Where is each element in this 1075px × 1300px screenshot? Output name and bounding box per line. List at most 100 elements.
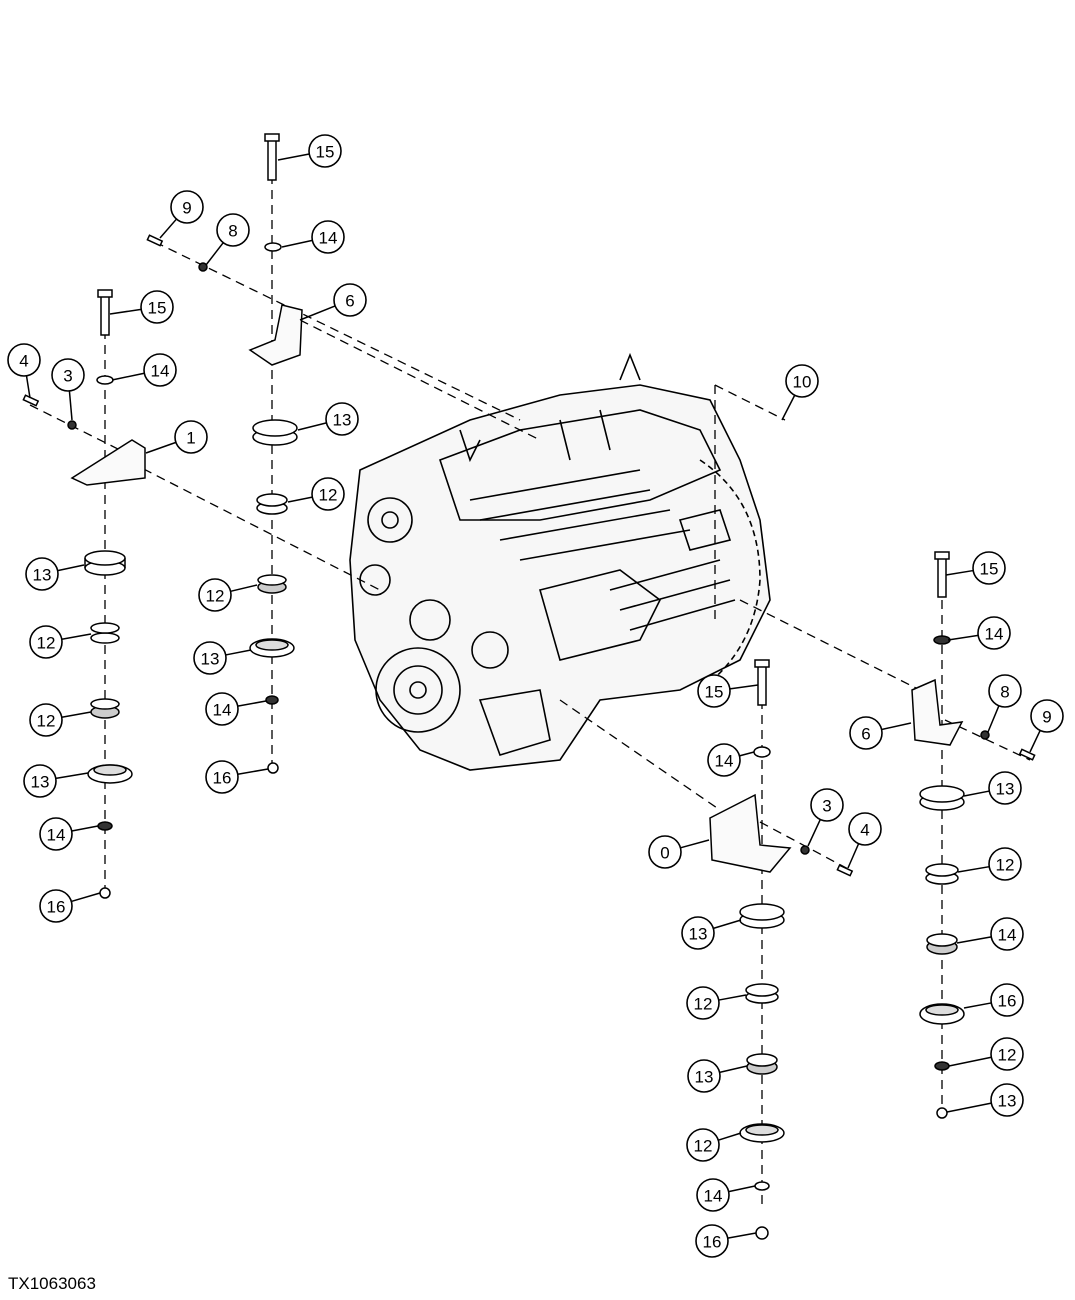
callout-label: 15 [980, 560, 999, 579]
isolator-13-d [249, 638, 295, 658]
callout-14: 14 [707, 743, 755, 777]
callout-label: 12 [37, 634, 56, 653]
callout-leader [71, 825, 99, 832]
cap-screw-15-d [934, 551, 950, 598]
callout-circle [1030, 699, 1064, 733]
callout-label: 13 [996, 780, 1015, 799]
mount-hardware [22, 133, 1036, 1240]
isolator-13-f [739, 1123, 785, 1143]
callout-circle [990, 917, 1024, 951]
callout-circle [990, 1037, 1024, 1071]
callout-label: 15 [148, 299, 167, 318]
callout-circle [697, 674, 731, 708]
callout-13: 13 [193, 641, 252, 675]
callout-12: 12 [686, 986, 747, 1020]
callout-label: 12 [206, 587, 225, 606]
isolator-12-e [745, 983, 779, 1004]
callout-leader [61, 633, 92, 640]
callout-leader [299, 305, 336, 321]
isolator-12-a [90, 622, 120, 644]
callout-leader [948, 1056, 992, 1067]
callout-4: 4 [7, 343, 41, 399]
callout-label: 9 [1042, 708, 1051, 727]
callout-label: 16 [703, 1233, 722, 1252]
washer-14-g [933, 635, 951, 645]
callout-label: 14 [715, 752, 734, 771]
callout-circle [198, 578, 232, 612]
callout-label: 13 [695, 1068, 714, 1087]
callout-leader [277, 153, 310, 161]
callout-circle [988, 674, 1022, 708]
callout-16: 16 [205, 760, 269, 794]
callout-label: 12 [319, 486, 338, 505]
washer-14-d [265, 695, 279, 705]
callout-13: 13 [963, 771, 1022, 805]
callout-leader [729, 684, 759, 690]
callout-label: 14 [319, 229, 338, 248]
screw-9-b [1018, 748, 1036, 761]
isolator-12-d [257, 574, 287, 594]
callout-3: 3 [807, 788, 844, 847]
isolator-13-e [739, 903, 785, 929]
callout-circle [193, 641, 227, 675]
callout-label: 6 [345, 292, 354, 311]
callout-16: 16 [963, 983, 1024, 1017]
callout-label: 15 [705, 683, 724, 702]
callout-circle [681, 916, 715, 950]
callout-label: 16 [47, 898, 66, 917]
callout-6: 6 [299, 283, 367, 321]
callout-circle [29, 703, 63, 737]
callout-circle [849, 716, 883, 750]
callout-circle [695, 1224, 729, 1258]
callout-leader [718, 1132, 742, 1141]
callout-circle [39, 817, 73, 851]
callout-14: 14 [696, 1178, 756, 1212]
callout-circle [7, 343, 41, 377]
callout-circle [308, 134, 342, 168]
callout-label: 10 [793, 373, 812, 392]
callout-group: 15 9 8 14 6 15 4 3 14 1 13 12 10 13 12 12 12 13 13 14 16 14 16… [7, 134, 1064, 1258]
callout-label: 3 [63, 367, 72, 386]
callout-leader [68, 390, 73, 421]
nut-16-a [99, 887, 111, 899]
callout-leader [25, 375, 31, 399]
callout-leader [237, 700, 267, 707]
callout-circle [140, 290, 174, 324]
callout-circle [990, 1083, 1024, 1117]
callout-label: 14 [985, 625, 1004, 644]
washer-14-b [97, 821, 113, 831]
callout-leader [680, 839, 710, 849]
callout-circle [977, 616, 1011, 650]
callout-label: 14 [998, 926, 1017, 945]
callout-12: 12 [198, 578, 258, 612]
callout-label: 14 [151, 362, 170, 381]
engine-illustration [349, 352, 771, 771]
callout-15: 15 [109, 290, 174, 324]
callout-label: 12 [998, 1046, 1017, 1065]
callout-1: 1 [145, 420, 208, 454]
callout-label: 8 [1000, 683, 1009, 702]
isolator-13-c [252, 419, 298, 446]
callout-circle [988, 847, 1022, 881]
callout-leader [718, 994, 747, 1001]
callout-0: 0 [648, 835, 710, 869]
callout-leader [781, 394, 796, 421]
callout-circle [311, 477, 345, 511]
callout-13: 13 [681, 916, 742, 950]
callout-12: 12 [686, 1128, 742, 1162]
callout-8: 8 [987, 674, 1022, 733]
nut-3-b [800, 845, 810, 855]
callout-leader [945, 569, 974, 576]
isolator-12-b [90, 698, 120, 719]
callout-leader [61, 711, 92, 718]
callout-leader [145, 441, 177, 454]
bracket-6-a [248, 304, 303, 366]
callout-leader [225, 649, 252, 656]
callout-leader [1029, 730, 1041, 753]
callout-15: 15 [277, 134, 342, 168]
isolator-12-g [925, 863, 959, 885]
callout-label: 13 [689, 925, 708, 944]
callout-circle [707, 743, 741, 777]
callout-leader [728, 1185, 756, 1193]
